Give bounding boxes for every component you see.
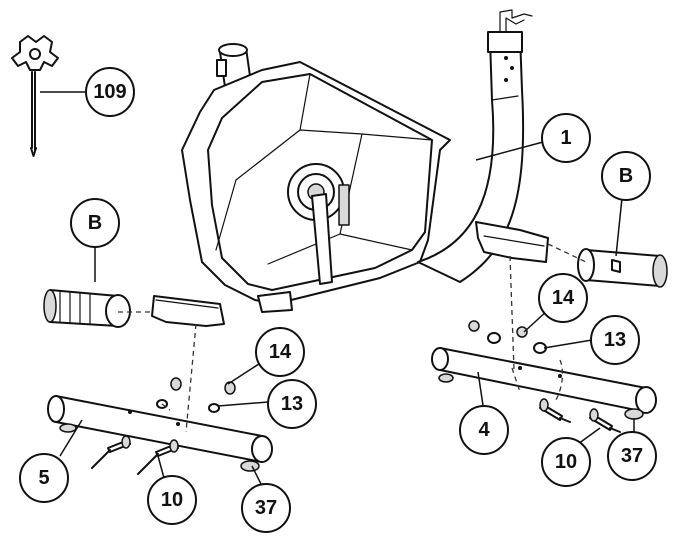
callout-14-left: 14 <box>255 327 305 377</box>
callout-37-right: 37 <box>607 431 657 481</box>
callout-4-label: 4 <box>478 419 490 441</box>
left-stabilizer-bracket <box>151 295 225 327</box>
callout-5-label: 5 <box>38 467 49 489</box>
callout-5: 5 <box>19 453 69 503</box>
callout-109: 109 <box>85 67 135 117</box>
callout-14-right-label: 14 <box>552 287 575 309</box>
callout-13-left: 13 <box>267 379 317 429</box>
end-cap-b-right <box>577 248 668 288</box>
stabilizer-tube-part-5 <box>47 395 273 472</box>
callout-b-right-label: B <box>619 165 633 187</box>
wrench-tool-109 <box>11 35 59 157</box>
callout-10-left: 10 <box>147 475 197 525</box>
callout-13-left-label: 13 <box>281 393 303 415</box>
callout-37-left-label: 37 <box>255 497 277 519</box>
callout-109-label: 109 <box>93 81 126 103</box>
end-cap-b-left <box>43 289 131 328</box>
assembly-dashed-lines <box>118 243 587 433</box>
hardware-left <box>91 377 236 475</box>
callout-13-right-label: 13 <box>604 329 626 351</box>
leader-lines <box>40 91 635 487</box>
main-frame-part-1 <box>181 9 549 313</box>
callout-10-right: 10 <box>541 437 591 487</box>
callout-14-left-label: 14 <box>269 341 292 363</box>
callout-b-right: B <box>601 151 651 201</box>
callout-14-right: 14 <box>538 273 588 323</box>
callout-37-left: 37 <box>241 483 291 533</box>
callout-10-right-label: 10 <box>555 451 577 473</box>
callout-b-left-label: B <box>88 212 102 234</box>
callout-13-right: 13 <box>590 315 640 365</box>
callout-1-label: 1 <box>560 127 571 149</box>
callout-37-right-label: 37 <box>621 445 643 467</box>
hardware-right <box>468 320 621 433</box>
stabilizer-tube-part-4 <box>431 347 657 420</box>
callout-4: 4 <box>459 405 509 455</box>
callout-1: 1 <box>541 113 591 163</box>
callout-b-left: B <box>70 198 120 248</box>
callout-10-left-label: 10 <box>161 489 183 511</box>
